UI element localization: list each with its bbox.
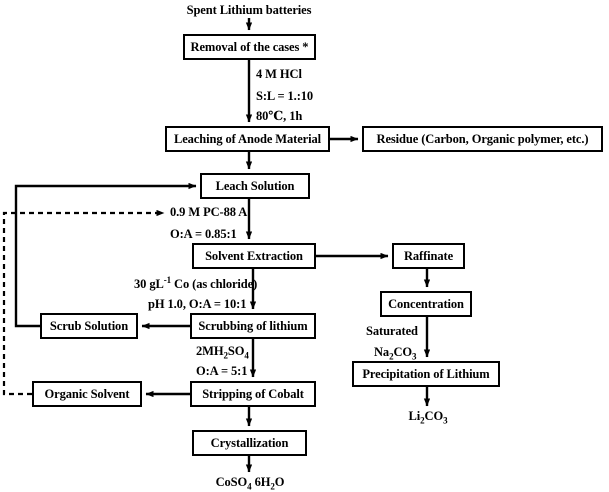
precip-reagent-sub1: 2	[389, 351, 394, 362]
node-solvent-extraction[interactable]: Solvent Extraction	[192, 243, 316, 269]
extractant-label-1: 0.9 M PC-88 A	[170, 205, 248, 219]
node-precipitation-of-lithium[interactable]: Precipitation of Lithium	[352, 361, 500, 387]
strip-reagent-label-1: 2MH2SO4	[196, 345, 249, 361]
product-cobalt-label: CoSO4 6H2O	[216, 476, 285, 492]
scrub-feed-label-1: 30 gL-1 Co (as chloride)	[134, 276, 257, 291]
edge-organicsolvent-recycle-to-solventextraction	[2, 209, 165, 396]
node-scrubbing-of-lithium[interactable]: Scrubbing of lithium	[190, 313, 316, 339]
strip-reagent-pre: 2MH	[196, 344, 224, 358]
product-lithium-sub2: 3	[443, 415, 448, 426]
extractant-label-2: O:A = 0.85:1	[170, 227, 237, 241]
scrub-feed-label-2: pH 1.0, O:A = 10:1	[148, 297, 247, 311]
node-scrub-solution[interactable]: Scrub Solution	[40, 313, 138, 339]
precip-reagent-sub2: 3	[412, 351, 417, 362]
product-cobalt-pre: CoSO	[215, 475, 248, 489]
product-cobalt-sub2: 2	[270, 481, 275, 492]
scrub-feed-label-1-superscript: -1	[163, 275, 172, 285]
product-cobalt-sub1: 4	[247, 481, 252, 492]
node-leaching-of-anode-material[interactable]: Leaching of Anode Material	[165, 126, 330, 152]
strip-reagent-label-2: O:A = 5:1	[196, 364, 248, 378]
precip-reagent-label-2: Na2CO3	[374, 345, 417, 362]
strip-reagent-sub1: 2	[223, 350, 228, 361]
strip-reagent-sub2: 4	[244, 350, 249, 361]
product-lithium-mid: CO	[424, 409, 444, 423]
node-raffinate[interactable]: Raffinate	[392, 243, 465, 269]
node-concentration[interactable]: Concentration	[380, 291, 472, 317]
node-removal-of-cases[interactable]: Removal of the cases *	[183, 34, 316, 60]
product-lithium-label: Li2CO3	[409, 410, 448, 426]
scrub-feed-label-1-tail: Co (as chloride)	[171, 277, 258, 292]
precip-reagent-mid: CO	[393, 345, 413, 359]
leach-reagent-label-2: S:L = 1.:10	[256, 89, 314, 103]
leach-reagent-label-3: 80℃, 1h	[256, 109, 303, 123]
node-stripping-of-cobalt[interactable]: Stripping of Cobalt	[190, 381, 316, 407]
precip-reagent-pre: Na	[374, 345, 390, 359]
product-lithium-sub1: 2	[420, 415, 425, 426]
node-residue[interactable]: Residue (Carbon, Organic polymer, etc.)	[362, 126, 603, 152]
node-crystallization[interactable]: Crystallization	[192, 430, 307, 456]
node-leach-solution[interactable]: Leach Solution	[200, 173, 310, 199]
product-cobalt-tail: O	[274, 475, 285, 489]
scrub-feed-label-1-text: 30 gL	[134, 277, 164, 292]
leach-reagent-label-1: 4 M HCl	[256, 67, 302, 81]
input-feed-label: Spent Lithium batteries	[186, 3, 312, 17]
product-lithium-pre: Li	[408, 409, 421, 423]
node-organic-solvent[interactable]: Organic Solvent	[32, 381, 142, 407]
precip-reagent-label-1: Saturated	[366, 324, 418, 338]
product-cobalt-mid: 6H	[251, 475, 271, 489]
strip-reagent-mid: SO	[227, 344, 245, 358]
